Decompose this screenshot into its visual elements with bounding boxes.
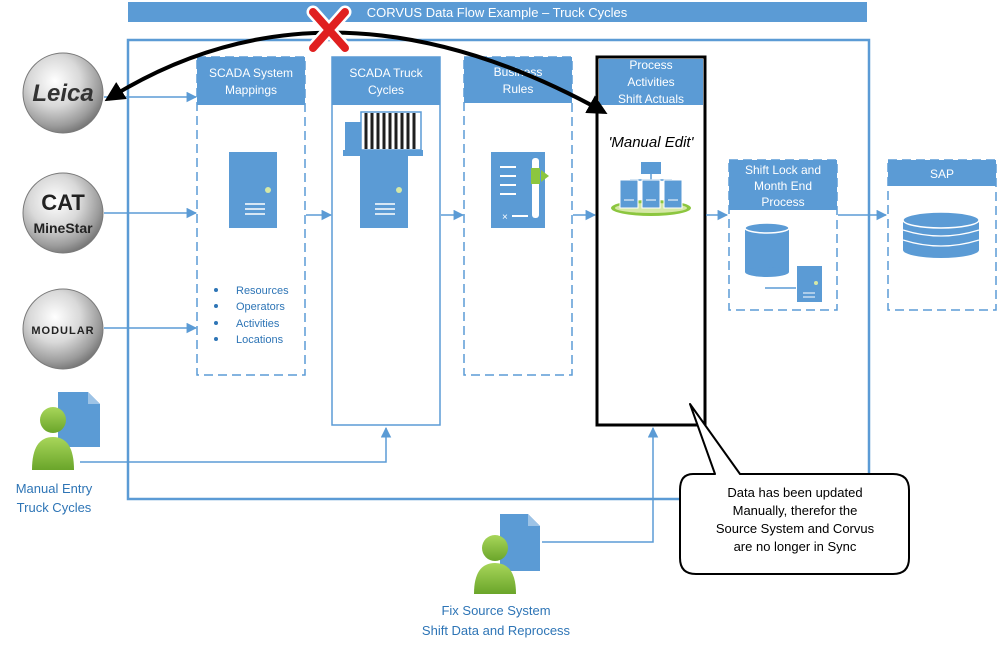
corvus-boundary-frame	[126, 38, 871, 501]
shift-lock-title-1: Shift Lock and	[745, 163, 821, 177]
fix-source-label-2: Shift Data and Reprocess	[422, 623, 571, 638]
network-servers-icon	[611, 162, 691, 216]
process-title-2: Activities	[627, 75, 674, 89]
manual-entry-label-2: Truck Cycles	[17, 500, 92, 515]
stage-scada-mappings: SCADA System Mappings Resources Operator…	[196, 56, 306, 376]
stage-sap: SAP	[887, 159, 997, 311]
rules-document-icon: ×	[491, 152, 549, 228]
callout-line-1: Data has been updated	[727, 485, 862, 500]
modular-logo-text: MODULAR	[31, 325, 94, 337]
callout-line-3: Source System and Corvus	[716, 521, 875, 536]
stage-process-activities: Process Activities Shift Actuals 'Manual…	[595, 55, 707, 427]
sap-title: SAP	[930, 167, 954, 181]
stage-business-rules: Business Rules ×	[463, 56, 573, 376]
shift-lock-title-2: Month End	[754, 179, 812, 193]
manual-edit-note: 'Manual Edit'	[609, 134, 695, 151]
arrow-fix-source-to-process	[542, 426, 659, 543]
process-title-3: Shift Actuals	[618, 92, 684, 106]
fix-source-label-1: Fix Source System	[441, 603, 550, 618]
modular-logo: MODULAR	[22, 288, 104, 370]
manual-entry-person-document-icon	[32, 392, 100, 470]
database-server-icon	[744, 222, 822, 302]
arrow-manual-entry-to-truck-cycles	[80, 426, 392, 463]
mapping-item-resources: Resources	[236, 285, 289, 297]
minestar-logo-text: MineStar	[33, 220, 93, 236]
database-icon	[902, 211, 980, 258]
callout-line-2: Manually, therefor the	[733, 503, 858, 518]
error-x-icon	[306, 5, 352, 55]
diagram-title: CORVUS Data Flow Example – Truck Cycles	[367, 5, 628, 20]
cat-logo-text: CAT	[41, 190, 85, 215]
title-bar: CORVUS Data Flow Example – Truck Cycles	[128, 2, 867, 22]
cat-minestar-logo: CAT MineStar	[22, 172, 104, 254]
stage-shift-lock: Shift Lock and Month End Process	[728, 159, 838, 311]
truck-server-icon	[343, 111, 423, 228]
leica-logo-text: Leica	[32, 80, 93, 107]
sync-warning-callout: Data has been updated Manually, therefor…	[679, 403, 910, 575]
mapping-items-list: Resources Operators Activities Locations	[214, 285, 289, 346]
business-rules-title-2: Rules	[503, 82, 534, 96]
truck-cycles-title-1: SCADA Truck	[349, 66, 423, 80]
server-icon	[229, 152, 277, 228]
manual-entry-label-1: Manual Entry	[16, 481, 93, 496]
mapping-item-operators: Operators	[236, 301, 285, 313]
svg-text:×: ×	[502, 212, 508, 223]
leica-logo: Leica	[22, 52, 104, 134]
mapping-item-activities: Activities	[236, 318, 280, 330]
broken-sync-arc	[104, 30, 608, 114]
mapping-item-locations: Locations	[236, 334, 284, 346]
fix-source-person-document-icon	[474, 514, 540, 594]
stage-scada-truck-cycles: SCADA Truck Cycles	[331, 56, 441, 426]
scada-mappings-title-1: SCADA System	[209, 66, 293, 80]
scada-mappings-title-2: Mappings	[225, 83, 277, 97]
process-title-1: Process	[629, 58, 672, 72]
truck-cycles-title-2: Cycles	[368, 83, 404, 97]
shift-lock-title-3: Process	[761, 195, 804, 209]
callout-line-4: are no longer in Sync	[734, 539, 857, 554]
